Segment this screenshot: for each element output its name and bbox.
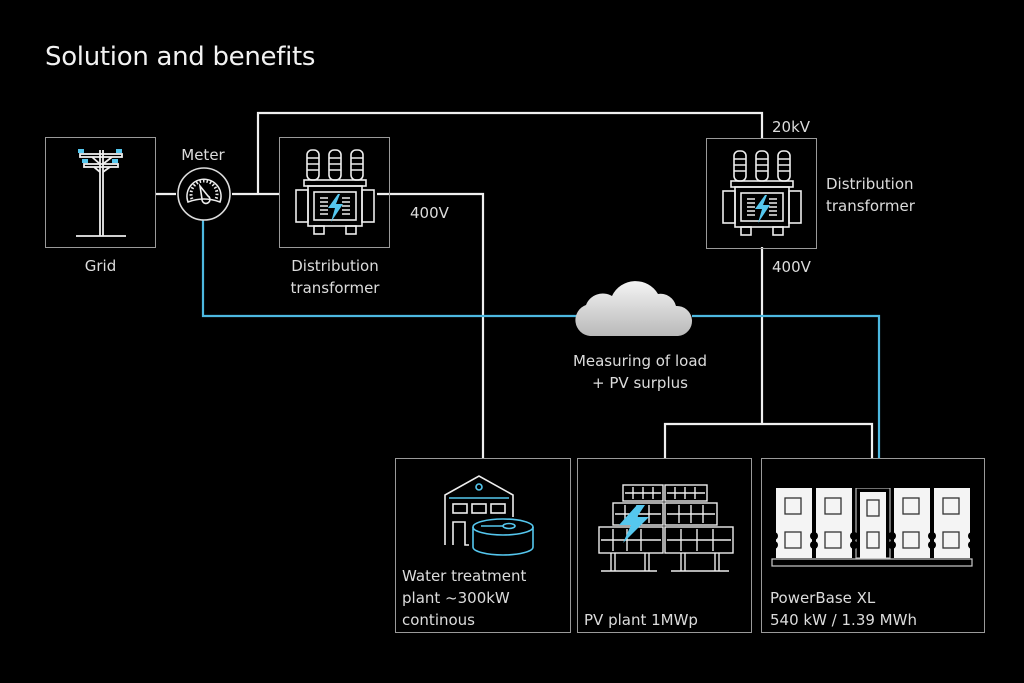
water-plant-box (395, 458, 571, 633)
powerbase-label: PowerBase XL 540 kW / 1.39 MWh (770, 587, 917, 631)
cloud-label-line1: Measuring of load (572, 352, 708, 370)
voltage-right-20kv: 20kV (772, 118, 811, 136)
transformer-right-label: Distribution transformer (826, 173, 915, 217)
water-plant-label: Water treatment plant ~300kW continous (402, 565, 526, 631)
water-plant-label-line3: continous (402, 611, 475, 629)
pv-plant-box (577, 458, 752, 633)
battery-storage-icon (770, 488, 974, 567)
speedometer-icon (177, 167, 231, 221)
water-plant-label-line2: plant ~300kW (402, 589, 510, 607)
transformer-left-label-line1: Distribution (291, 257, 379, 275)
wire-transformer-water (377, 192, 485, 458)
transformer-icon (722, 150, 802, 236)
water-treatment-icon (444, 475, 534, 556)
transformer-right-label-line1: Distribution (826, 175, 914, 193)
voltage-right-400v: 400V (772, 258, 811, 276)
meter-label: Meter (181, 146, 225, 164)
cloud-label: Measuring of load + PV surplus (540, 350, 740, 394)
transformer-left-label-line2: transformer (290, 279, 380, 297)
transformer-right-box (706, 138, 817, 249)
data-wire-meter-cloud (201, 220, 580, 318)
transformer-right-label-line2: transformer (826, 197, 915, 215)
transformer-left-box (279, 137, 390, 248)
cloud-label-line2: + PV surplus (592, 374, 688, 392)
cloud-icon (575, 281, 693, 336)
wire-split-pv-powerbase (663, 422, 874, 458)
powerbase-label-line1: PowerBase XL (770, 589, 876, 607)
utility-pole-icon (76, 149, 126, 237)
powerbase-box (761, 458, 985, 633)
transformer-left-label: Distribution transformer (270, 255, 400, 299)
transformer-icon (295, 149, 375, 235)
water-plant-label-line1: Water treatment (402, 567, 527, 585)
voltage-left-400v: 400V (410, 204, 449, 222)
solar-panel-icon (598, 484, 734, 572)
grid-label: Grid (84, 257, 117, 275)
page-title: Solution and benefits (45, 42, 316, 72)
grid-box (45, 137, 156, 248)
powerbase-label-line2: 540 kW / 1.39 MWh (770, 611, 917, 629)
data-wire-cloud-powerbase (692, 314, 881, 458)
pv-plant-label: PV plant 1MWp (584, 611, 698, 629)
wire-20kv-bus (256, 111, 764, 194)
